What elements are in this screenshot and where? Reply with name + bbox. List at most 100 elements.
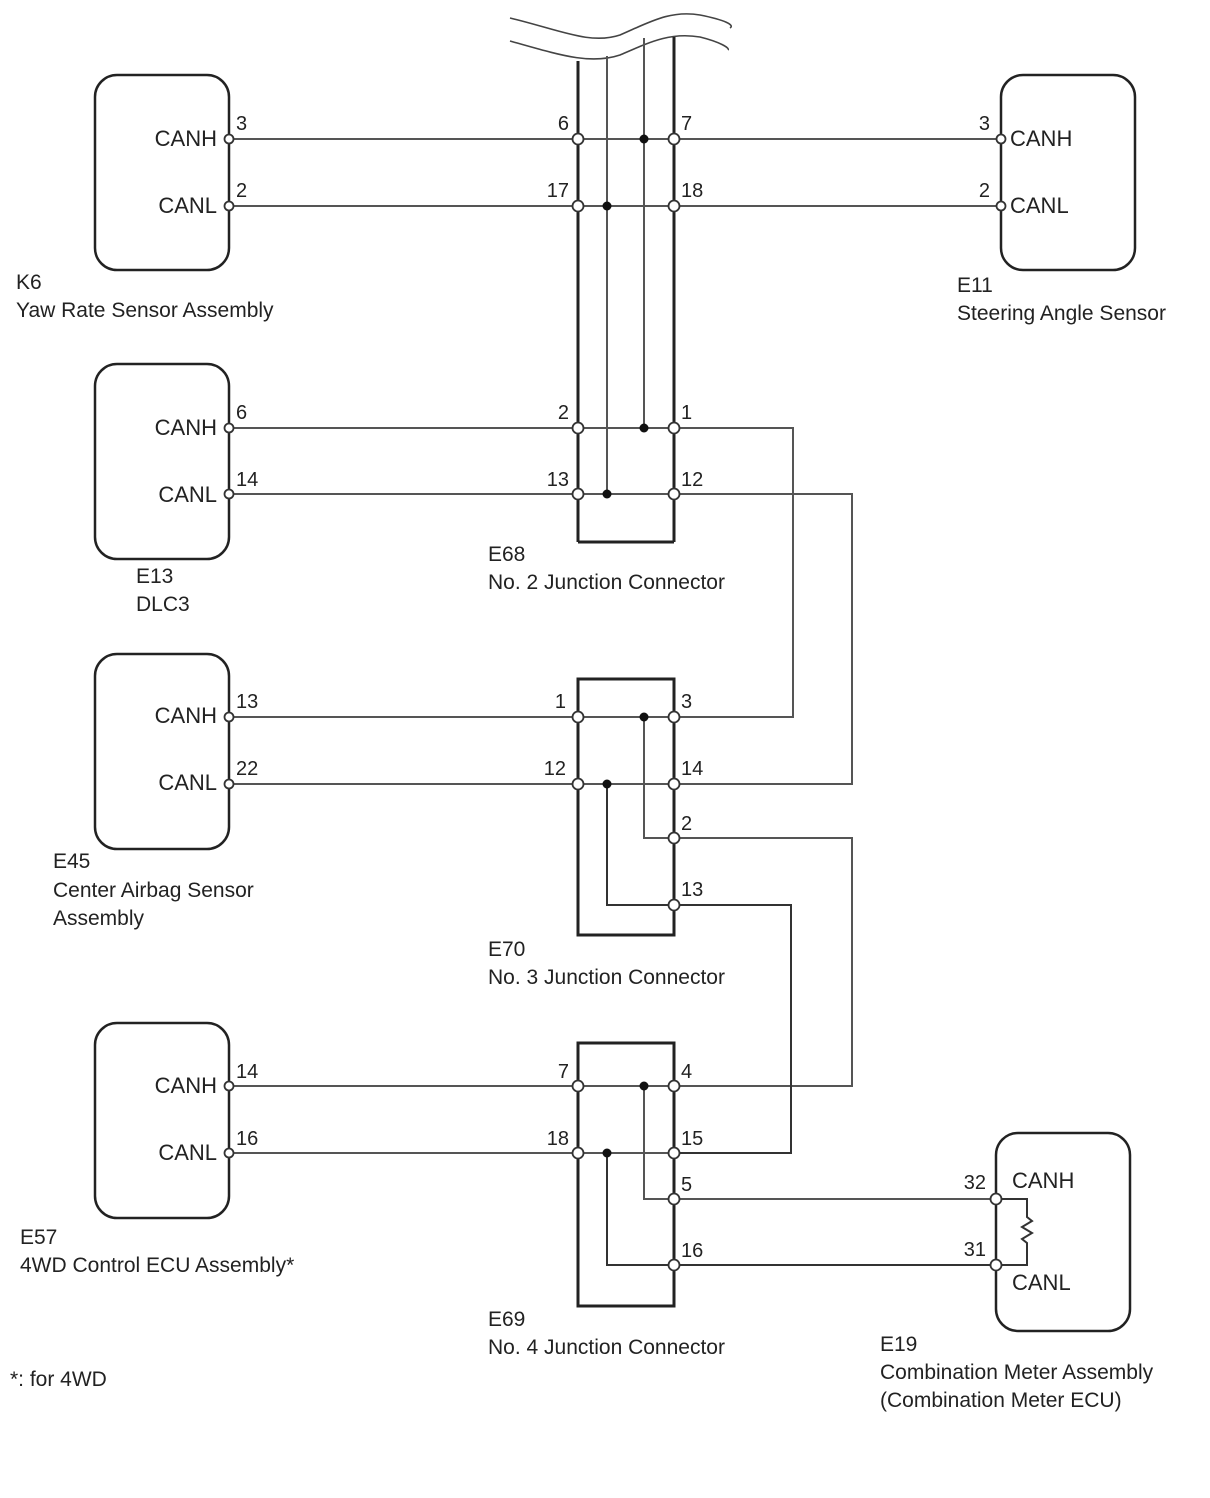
terminal-e69-7[interactable]: [571, 1079, 585, 1093]
footnote: *: for 4WD: [10, 1368, 107, 1391]
pin-number: 4: [681, 1061, 692, 1083]
pin-number: 16: [236, 1128, 258, 1150]
pin-number: 13: [547, 469, 569, 491]
terminal-e70-2[interactable]: [667, 831, 681, 845]
e70-code: E70: [488, 938, 525, 961]
e13-code: E13: [136, 565, 173, 588]
terminal-e68-12[interactable]: [667, 487, 681, 501]
terminal-e68-7[interactable]: [667, 132, 681, 146]
pin-number: 3: [236, 113, 247, 135]
e68-name: No. 2 Junction Connector: [488, 571, 725, 594]
splice-dot: [639, 134, 649, 144]
e19-name-line1: Combination Meter Assembly: [880, 1361, 1154, 1384]
e13-dlc3-box[interactable]: [93, 362, 231, 561]
pin-number: 18: [681, 180, 703, 202]
e11-name: Steering Angle Sensor: [957, 302, 1166, 325]
pin-number: 32: [964, 1172, 986, 1194]
pin-number: 3: [681, 691, 692, 713]
splice-dot: [602, 489, 612, 499]
e70-canl-branch: [606, 784, 674, 906]
terminal-e68-2[interactable]: [571, 421, 585, 435]
e11-code: E11: [957, 274, 993, 297]
terminal-e57-16[interactable]: [223, 1147, 235, 1159]
terminal-e68-18[interactable]: [667, 199, 681, 213]
k6-yaw-rate-sensor-box[interactable]: [93, 73, 231, 272]
e19-combination-meter-box[interactable]: [994, 1131, 1132, 1333]
splice-dot: [602, 1148, 612, 1158]
terminal-e70-3[interactable]: [667, 710, 681, 724]
resistor-icon: [996, 1198, 1034, 1266]
pin-number: 14: [681, 758, 703, 780]
e57-canh-label: CANH: [155, 1073, 217, 1098]
terminal-e69-16[interactable]: [667, 1258, 681, 1272]
terminal-e70-1[interactable]: [571, 710, 585, 724]
pin-number: 2: [681, 813, 692, 835]
e19-code: E19: [880, 1333, 917, 1356]
pin-number: 2: [236, 180, 247, 202]
e11-steering-angle-sensor-box[interactable]: [999, 73, 1137, 272]
pin-number: 16: [681, 1240, 703, 1262]
pin-number: 1: [555, 691, 566, 713]
terminal-e70-14[interactable]: [667, 777, 681, 791]
e69-connector-body: [576, 1041, 676, 1308]
k6-canl-label: CANL: [158, 193, 217, 218]
terminal-e70-13[interactable]: [667, 898, 681, 912]
e69-code: E69: [488, 1308, 525, 1331]
wire-e68-12-to-e70-14: [674, 493, 853, 785]
e45-name-line1: Center Airbag Sensor: [53, 879, 254, 902]
terminal-e13-14[interactable]: [223, 488, 235, 500]
terminal-e69-18[interactable]: [571, 1146, 585, 1160]
k6-canh-label: CANH: [155, 126, 217, 151]
k6-name: Yaw Rate Sensor Assembly: [16, 299, 274, 322]
terminal-e11-2[interactable]: [995, 200, 1007, 212]
terminal-k6-3[interactable]: [223, 133, 235, 145]
pin-number: 13: [681, 879, 703, 901]
splice-dot: [639, 1081, 649, 1091]
terminal-e11-3[interactable]: [995, 133, 1007, 145]
e45-center-airbag-sensor-box[interactable]: [93, 652, 231, 851]
e57-4wd-control-ecu-box[interactable]: [93, 1021, 231, 1220]
terminal-e69-4[interactable]: [667, 1079, 681, 1093]
e45-name-line2: Assembly: [53, 907, 145, 930]
splice-dot: [639, 712, 649, 722]
terminal-e69-15[interactable]: [667, 1146, 681, 1160]
wire-e70-2-to-e69-4: [674, 837, 853, 1087]
e70-canh-branch: [643, 717, 674, 839]
splice-points: [602, 134, 649, 1158]
e11-canh-label: CANH: [1010, 126, 1072, 151]
pin-number: 7: [681, 113, 692, 135]
e57-code: E57: [20, 1226, 57, 1249]
pin-number: 6: [558, 113, 569, 135]
e45-canl-label: CANL: [158, 770, 217, 795]
terminal-e45-13[interactable]: [223, 711, 235, 723]
pin-number: 14: [236, 469, 258, 491]
terminal-e70-12[interactable]: [571, 777, 585, 791]
e69-name: No. 4 Junction Connector: [488, 1336, 725, 1359]
terminal-e68-1[interactable]: [667, 421, 681, 435]
pin-number: 18: [547, 1128, 569, 1150]
terminal-e69-5[interactable]: [667, 1192, 681, 1206]
e57-name: 4WD Control ECU Assembly*: [20, 1254, 294, 1277]
terminal-e13-6[interactable]: [223, 422, 235, 434]
pin-number: 1: [681, 402, 692, 424]
terminal-e57-14[interactable]: [223, 1080, 235, 1092]
terminal-e68-6[interactable]: [571, 132, 585, 146]
e19-canl-label: CANL: [1012, 1270, 1071, 1295]
e11-canl-label: CANL: [1010, 193, 1069, 218]
terminal-k6-2[interactable]: [223, 200, 235, 212]
terminals: [223, 132, 1007, 1272]
splice-dot: [602, 201, 612, 211]
terminal-e68-13[interactable]: [571, 487, 585, 501]
terminal-e19-31[interactable]: [989, 1258, 1003, 1272]
pin-number: 2: [558, 402, 569, 424]
pin-number: 5: [681, 1174, 692, 1196]
terminal-e19-32[interactable]: [989, 1192, 1003, 1206]
e68-bus: [576, 37, 676, 544]
e13-canl-label: CANL: [158, 482, 217, 507]
e13-name: DLC3: [136, 593, 190, 616]
terminal-e68-17[interactable]: [571, 199, 585, 213]
terminal-e45-22[interactable]: [223, 778, 235, 790]
k6-code: K6: [16, 271, 42, 294]
pin-number: 13: [236, 691, 258, 713]
